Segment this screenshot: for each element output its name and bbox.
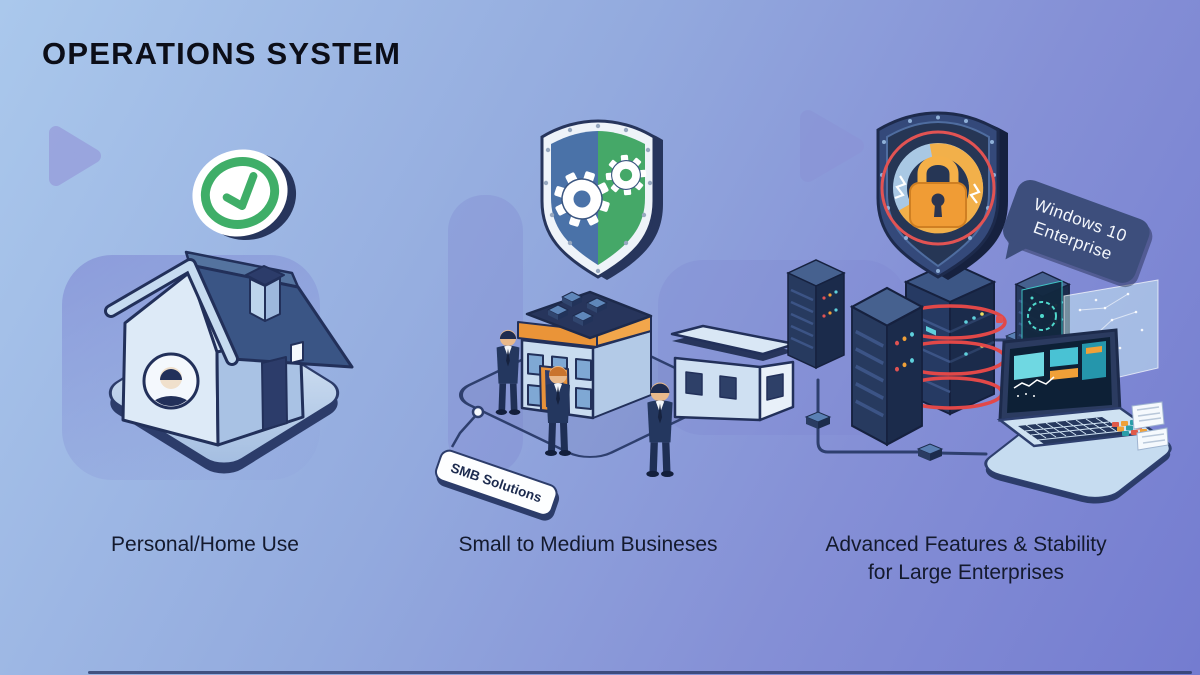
businessman-figure <box>545 366 571 456</box>
rooftop-units <box>547 291 608 326</box>
shield-gears-icon <box>540 119 663 280</box>
gear-icon <box>554 171 610 227</box>
padlock-icon <box>909 156 967 228</box>
window <box>290 341 304 364</box>
businessman-figure <box>646 382 674 478</box>
screen-windows <box>1013 341 1106 397</box>
enterprise-illustration <box>786 110 1172 504</box>
caption-enterprise-line-1: Advanced Features & Stability <box>825 533 1107 556</box>
page-title: OPERATIONS SYSTEM <box>42 36 402 71</box>
server-tower <box>786 258 846 370</box>
check-badge-icon <box>192 149 297 241</box>
gear-icon <box>605 154 647 196</box>
connector-node <box>917 443 943 462</box>
server-tower <box>850 286 924 447</box>
caption-smb: Small to Medium Busineses <box>458 533 718 556</box>
server-rack-icon <box>786 258 1071 447</box>
house-icon <box>104 250 354 447</box>
triangle-decor <box>49 126 101 186</box>
rivets <box>543 123 653 274</box>
personal-home-illustration <box>49 126 354 480</box>
caption-personal-home: Personal/Home Use <box>111 533 299 556</box>
door <box>261 356 288 431</box>
laptop-icon <box>984 328 1172 504</box>
rivets <box>880 115 996 273</box>
signal-squiggle <box>894 175 907 200</box>
tag-connector <box>450 405 485 448</box>
shield-lock-icon <box>876 111 1008 280</box>
side-panels <box>1131 401 1169 451</box>
caption-enterprise-line-2: for Large Enterprises <box>867 561 1065 584</box>
user-avatar-icon <box>142 352 200 410</box>
bottom-rule <box>88 671 1192 674</box>
signal-squiggle <box>969 183 981 204</box>
caption-enterprise: Advanced Features & Stability for Large … <box>806 531 1126 587</box>
chimney <box>245 265 285 322</box>
businessman-figure <box>495 329 521 415</box>
smb-illustration <box>448 119 908 478</box>
triangle-decor <box>800 110 864 182</box>
connector-node <box>805 411 831 430</box>
